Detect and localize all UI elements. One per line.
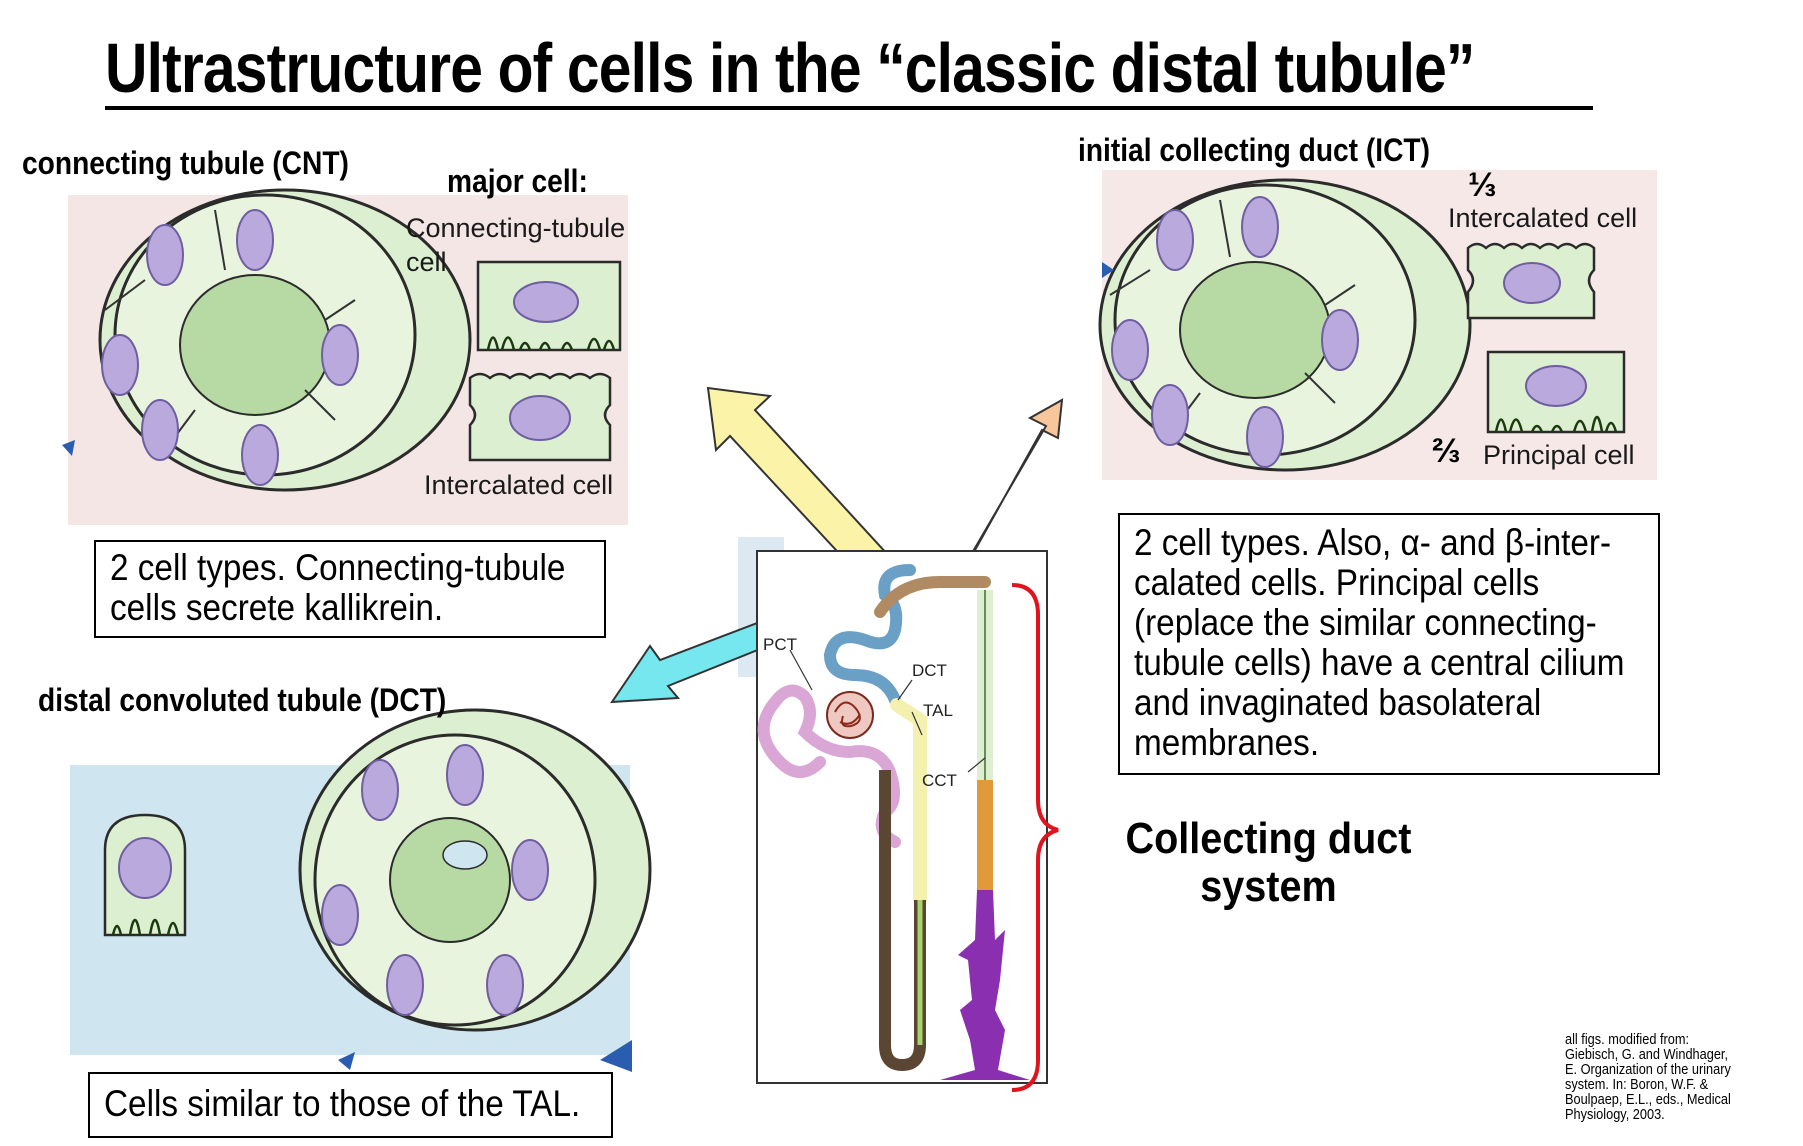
citation: all figs. modified from: Giebisch, G. an… — [1565, 1032, 1731, 1122]
marker-triangle — [600, 1040, 632, 1072]
dct-note: Cells similar to those of the TAL. — [104, 1083, 581, 1124]
dct-single-cell-drawing — [103, 813, 187, 937]
dct-tubule-illustration — [298, 708, 652, 1032]
cnt-note-line1: 2 cell types. Connecting-tubule — [110, 547, 566, 588]
marker-triangle — [1102, 262, 1114, 278]
citation-line: Physiology, 2003. — [1565, 1106, 1665, 1123]
ict-tubule-illustration — [1098, 178, 1472, 472]
cnt-note-box: 2 cell types. Connecting-tubule cells se… — [94, 540, 606, 638]
title-underline — [105, 106, 1593, 110]
ict-note-box: 2 cell types. Also, α- and β-inter- cala… — [1118, 513, 1660, 775]
cnt-intercalated-cell-drawing — [468, 372, 612, 462]
cnt-intercalated-label: Intercalated cell — [424, 470, 614, 500]
dct-note-box: Cells similar to those of the TAL. — [88, 1072, 613, 1138]
collecting-duct-label: Collecting duct system — [1120, 815, 1417, 911]
citation-line: E. Organization of the urinary — [1565, 1061, 1731, 1078]
outer-medullary-duct — [977, 780, 993, 890]
marker-triangle — [62, 440, 75, 456]
ict-note-line: calated cells. Principal cells — [1134, 562, 1540, 603]
principal-cell-drawing — [1486, 350, 1626, 434]
glomerulus — [826, 691, 874, 739]
nephron-label-cct: CCT — [922, 771, 957, 790]
cnt-tubule-illustration — [98, 188, 472, 492]
page-title: Ultrastructure of cells in the “classic … — [105, 29, 1475, 107]
citation-line: all figs. modified from: — [1565, 1031, 1690, 1048]
connecting-cell-label-line2: cell — [406, 247, 447, 277]
dct-segment — [823, 564, 916, 706]
marker-triangle — [338, 1052, 355, 1070]
connecting-tubule-cell-drawing — [476, 260, 622, 352]
connecting-cell-label-line1: Connecting-tubule — [406, 213, 626, 243]
nephron-panel-frame — [756, 550, 1048, 1084]
nucleus — [236, 209, 274, 271]
ict-note-line: membranes. — [1134, 722, 1320, 763]
tal-segment — [890, 698, 927, 907]
collecting-duct-label-line1: Collecting duct — [1125, 814, 1412, 863]
ict-heading: initial collecting duct (ICT) — [1078, 132, 1430, 168]
arrow-to-ict — [964, 398, 1064, 569]
cnt-note-line2: cells secrete kallikrein. — [110, 587, 444, 628]
cnt-heading: connecting tubule (CNT) — [22, 145, 349, 181]
nephron-label-tal: TAL — [923, 701, 953, 720]
collecting-duct-brace — [1011, 583, 1059, 1092]
ict-note-line: 2 cell types. Also, α- and β-inter- — [1134, 522, 1612, 563]
inner-medullary-duct — [940, 890, 1030, 1080]
pct-segment — [757, 684, 901, 848]
nucleus — [146, 224, 184, 286]
principal-fraction: ⅔ — [1432, 432, 1461, 470]
citation-line: system. In: Boron, W.F. & — [1565, 1076, 1709, 1093]
principal-cell-label: Principal cell — [1483, 440, 1635, 470]
nucleus — [141, 399, 179, 461]
nephron-label-dct: DCT — [912, 661, 947, 680]
dct-heading: distal convoluted tubule (DCT) — [38, 682, 447, 718]
nephron-label-pct: PCT — [763, 635, 797, 654]
citation-line: Boulpaep, E.L., eds., Medical — [1565, 1091, 1731, 1108]
ict-note-line: (replace the similar connecting- — [1134, 602, 1597, 643]
ict-intercalated-label: Intercalated cell — [1448, 203, 1638, 233]
citation-line: Giebisch, G. and Windhager, — [1565, 1046, 1729, 1063]
nucleus — [321, 324, 359, 386]
collecting-duct-label-line2: system — [1200, 862, 1337, 911]
ict-note-line: tubule cells) have a central cilium — [1134, 642, 1625, 683]
ict-note-line: and invaginated basolateral — [1134, 682, 1542, 723]
ict-intercalated-cell-drawing — [1466, 242, 1596, 320]
nucleus — [241, 424, 279, 486]
descending-limb — [879, 770, 926, 1072]
major-cell-label: major cell: — [447, 163, 588, 199]
nucleus — [101, 334, 139, 396]
intercalated-fraction: ⅓ — [1468, 166, 1497, 204]
